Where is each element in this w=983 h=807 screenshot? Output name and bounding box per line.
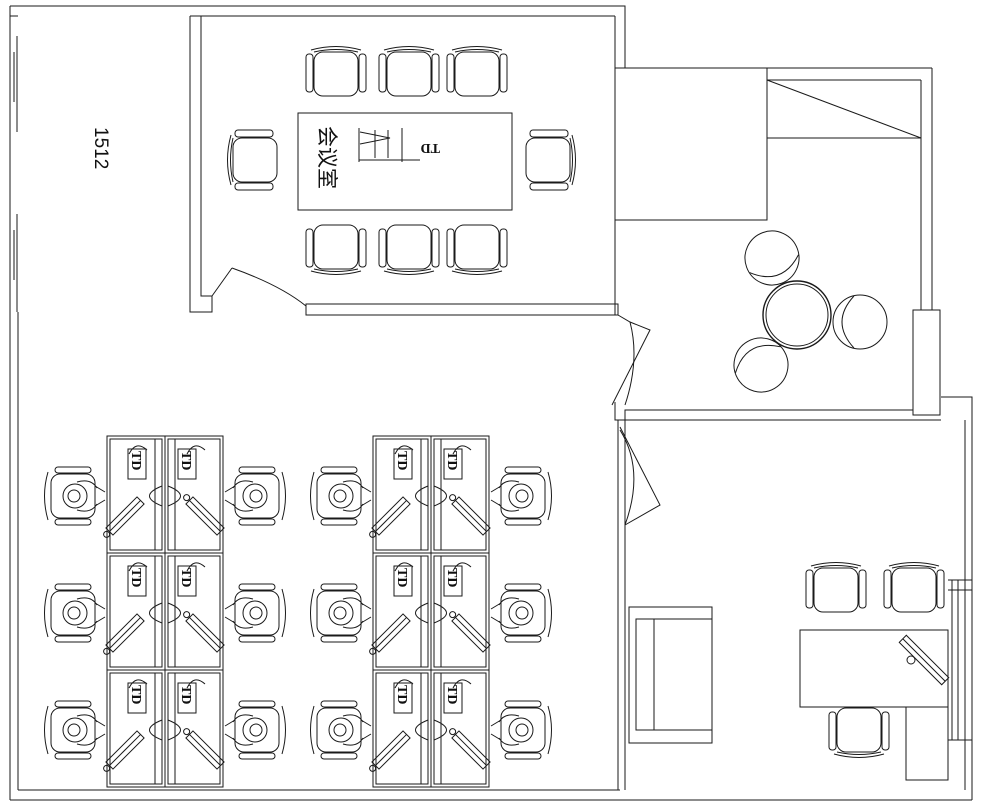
desk-td-tag: TD <box>444 451 459 470</box>
conference-chair <box>446 46 508 97</box>
seated-person <box>224 597 268 629</box>
workstation-cluster-right: TD TD TD TD TD TD <box>310 435 552 788</box>
round-table-set <box>733 230 888 393</box>
manager-office <box>617 420 972 790</box>
workstation-desk: TD <box>103 435 166 554</box>
desk-td-tag: TD <box>178 568 193 587</box>
conference-chair <box>378 46 440 97</box>
manager-guest-chairs <box>805 562 945 758</box>
workstation-desk: TD <box>430 435 491 554</box>
workstation-chair <box>44 583 106 643</box>
desk-td-tag: TD <box>394 685 409 704</box>
guest-chair <box>805 562 867 613</box>
seated-person <box>490 597 534 629</box>
workstation-desk: TD <box>164 435 225 554</box>
conference-chair <box>305 224 367 275</box>
workstation-desk: TD <box>164 669 225 788</box>
seated-person <box>62 714 106 746</box>
workstation-chair <box>490 466 552 526</box>
workstation-desk: TD <box>103 552 166 671</box>
workstation-cluster-left: TD TD TD TD TD TD <box>44 435 286 788</box>
workstation-chair <box>44 700 106 760</box>
workstation-chair <box>490 700 552 760</box>
workstation-chair <box>224 466 286 526</box>
room-number: 1512 <box>90 127 111 169</box>
conference-chair <box>525 129 576 191</box>
seated-person <box>224 480 268 512</box>
desk-td-tag: TD <box>128 685 143 704</box>
workstation-desk: TD <box>164 552 225 671</box>
seated-person <box>62 597 106 629</box>
seated-person <box>490 714 534 746</box>
conference-chair <box>227 129 278 191</box>
conference-chair <box>378 224 440 275</box>
desk-td-tag: TD <box>128 568 143 587</box>
meeting-room-label: 会议室 <box>315 126 339 189</box>
conference-chair <box>305 46 367 97</box>
desk-td-tag: TD <box>444 685 459 704</box>
lobby-area <box>611 67 941 421</box>
seated-person <box>328 480 372 512</box>
desk-td-tag: TD <box>178 685 193 704</box>
manager-chair <box>828 707 890 758</box>
desk-td-tag: TD <box>444 568 459 587</box>
seated-person <box>328 597 372 629</box>
workstation-chair <box>310 466 372 526</box>
workstation-chair <box>224 583 286 643</box>
desk-td-tag: TD <box>394 568 409 587</box>
guest-chair <box>883 562 945 613</box>
seated-person <box>62 480 106 512</box>
workstation-chair <box>310 700 372 760</box>
workstation-desk: TD <box>369 435 432 554</box>
desk-td-tag: TD <box>394 451 409 470</box>
seated-person <box>224 714 268 746</box>
seated-person <box>490 480 534 512</box>
workstation-chair <box>224 700 286 760</box>
workstation-chair <box>490 583 552 643</box>
desk-td-tag: TD <box>128 451 143 470</box>
conference-td-tag: TD <box>421 140 440 155</box>
conference-chair <box>446 224 508 275</box>
workstation-desk: TD <box>103 669 166 788</box>
seated-person <box>328 714 372 746</box>
conference-room <box>189 15 626 316</box>
workstation-desk: TD <box>369 552 432 671</box>
workstation-desk: TD <box>369 669 432 788</box>
outer-walls <box>9 5 973 801</box>
workstation-desk: TD <box>430 552 491 671</box>
workstation-chair <box>44 466 106 526</box>
workstation-desk: TD <box>430 669 491 788</box>
conference-table <box>297 112 513 211</box>
workstation-chair <box>310 583 372 643</box>
conference-chairs <box>227 46 576 275</box>
desk-td-tag: TD <box>178 451 193 470</box>
